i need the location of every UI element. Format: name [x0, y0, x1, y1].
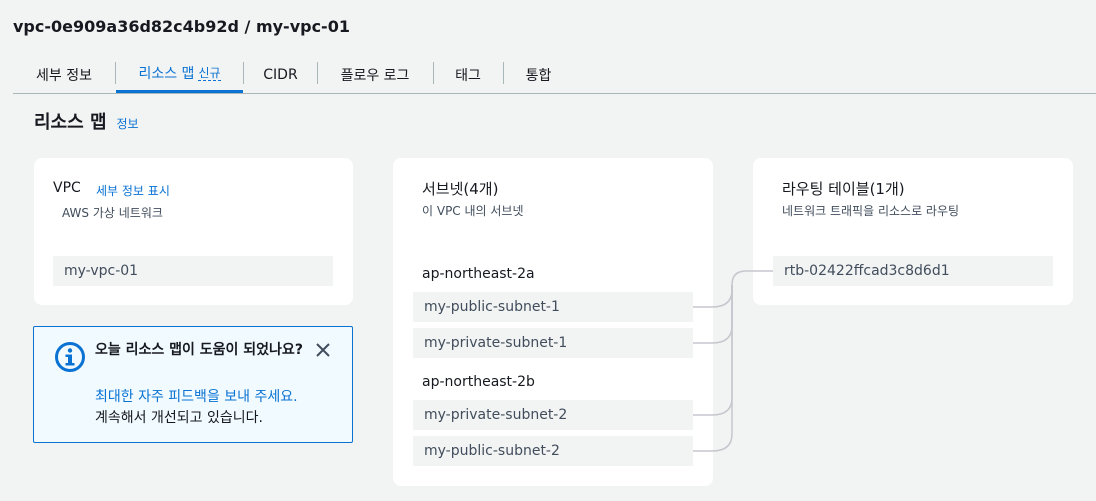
- az-label: ap-northeast-2a: [422, 266, 535, 282]
- feedback-alert: 오늘 리소스 맵이 도움이 되었나요? 최대한 자주 피드백을 보내 주세요. …: [33, 326, 353, 443]
- tab-separator: [317, 62, 318, 84]
- tab-resource-map[interactable]: 리소스 맵 신규: [116, 56, 243, 93]
- tab-label: 통합: [525, 67, 552, 84]
- tab-label: 플로우 로그: [340, 67, 410, 84]
- feedback-text: 계속해서 개선되고 있습니다.: [95, 410, 263, 426]
- tab-details[interactable]: 세부 정보: [23, 56, 105, 93]
- vpc-label: VPC: [53, 180, 81, 196]
- tab-separator: [503, 62, 504, 84]
- info-link[interactable]: 정보: [116, 117, 139, 131]
- tab-cidr[interactable]: CIDR: [248, 56, 313, 93]
- vpc-card: VPC 세부 정보 표시 AWS 가상 네트워크 my-vpc-01: [34, 158, 353, 305]
- route-tables-title: 라우팅 테이블(1개): [782, 180, 905, 198]
- subnet-item[interactable]: my-public-subnet-2: [413, 436, 693, 466]
- tab-separator: [115, 62, 116, 84]
- vpc-subtitle: AWS 가상 네트워크: [62, 206, 163, 220]
- section-title: 리소스 맵 정보: [34, 108, 139, 134]
- subnet-item[interactable]: my-private-subnet-2: [413, 400, 693, 430]
- subnets-title: 서브넷(4개): [422, 180, 499, 198]
- tab-label: 리소스 맵: [138, 66, 195, 82]
- feedback-title: 오늘 리소스 맵이 도움이 되었나요?: [95, 342, 303, 358]
- resource-map-title: 리소스 맵: [34, 112, 107, 133]
- route-tables-card: 라우팅 테이블(1개) 네트워크 트래픽을 리소스로 라우팅 rtb-02422…: [753, 158, 1073, 305]
- feedback-body: 최대한 자주 피드백을 보내 주세요. 계속해서 개선되고 있습니다.: [95, 387, 310, 429]
- route-tables-subtitle: 네트워크 트래픽을 리소스로 라우팅: [782, 204, 960, 218]
- tab-bar: 세부 정보 리소스 맵 신규 CIDR 플로우 로그 태그 통합: [13, 56, 1096, 94]
- route-table-item[interactable]: rtb-02422ffcad3c8d6d1: [773, 256, 1053, 286]
- feedback-link[interactable]: 최대한 자주 피드백을 보내 주세요.: [95, 389, 298, 405]
- tab-separator: [433, 62, 434, 84]
- tab-tags[interactable]: 태그: [437, 56, 499, 93]
- vpc-name-item[interactable]: my-vpc-01: [53, 256, 333, 286]
- tab-flow-logs[interactable]: 플로우 로그: [323, 56, 427, 93]
- subnet-item[interactable]: my-public-subnet-1: [413, 292, 693, 322]
- tab-separator: [243, 62, 244, 84]
- close-icon[interactable]: [314, 341, 332, 359]
- subnets-subtitle: 이 VPC 내의 서브넷: [422, 204, 524, 218]
- tab-label: CIDR: [263, 66, 298, 83]
- az-label: ap-northeast-2b: [422, 374, 535, 390]
- subnet-item[interactable]: my-private-subnet-1: [413, 328, 693, 358]
- page-title: vpc-0e909a36d82c4b92d / my-vpc-01: [13, 17, 350, 36]
- tab-label: 태그: [455, 67, 481, 84]
- tab-integrations[interactable]: 통합: [507, 56, 570, 93]
- tab-label: 세부 정보: [36, 67, 92, 84]
- new-badge: 신규: [198, 65, 221, 81]
- subnets-card: 서브넷(4개) 이 VPC 내의 서브넷 ap-northeast-2a my-…: [393, 158, 713, 486]
- show-details-link[interactable]: 세부 정보 표시: [96, 184, 170, 198]
- info-icon: [55, 342, 85, 372]
